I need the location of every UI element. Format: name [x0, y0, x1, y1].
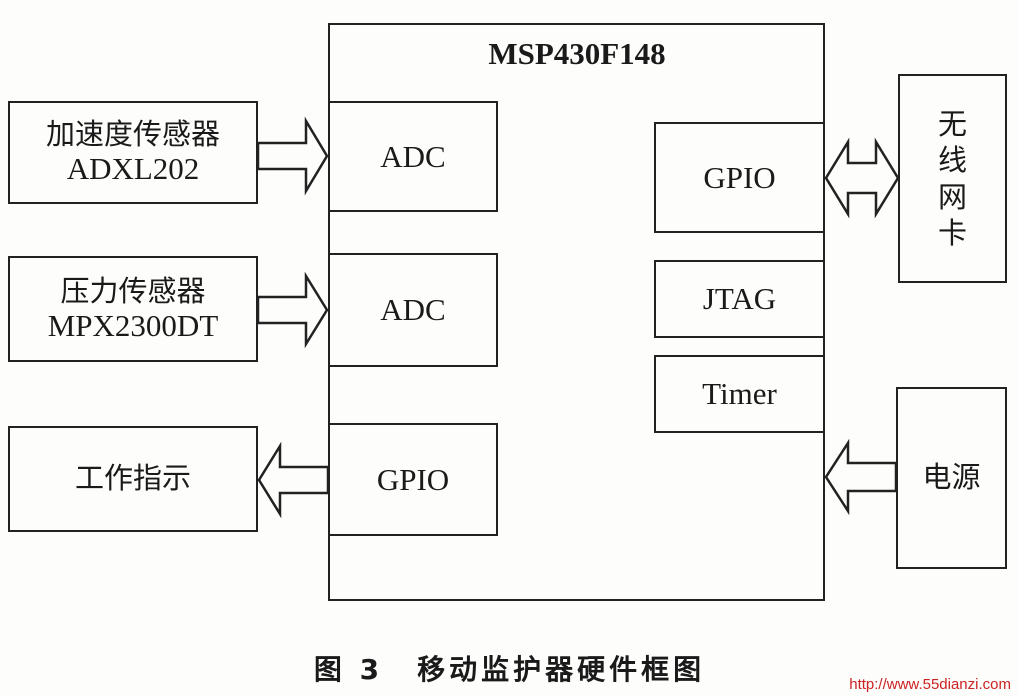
figure-title: 移动监护器硬件框图: [417, 653, 706, 686]
pressure-sensor-name: 压力传感器: [60, 273, 206, 308]
jtag-block: JTAG: [654, 260, 825, 338]
watermark: http://www.55dianzi.com: [849, 676, 1011, 693]
wireless-char-2: 线: [937, 143, 967, 178]
figure-caption: 图 3 移动监护器硬件框图: [0, 648, 1019, 688]
adc-block-2: ADC: [328, 253, 498, 367]
wireless-char-1: 无: [937, 107, 967, 141]
gpio-block-right: GPIO: [654, 122, 825, 233]
jtag-label: JTAG: [702, 281, 777, 317]
arrow-gpio-wireless-bidirectional: [824, 137, 900, 219]
adc-label-2: ADC: [380, 292, 446, 328]
gpio-label-left: GPIO: [376, 461, 450, 497]
arrow-gpio-to-indicator: [257, 441, 330, 519]
timer-label: Timer: [702, 376, 777, 412]
accel-sensor-name: 加速度传感器: [45, 117, 220, 151]
arrow-power-to-mcu: [824, 438, 898, 516]
timer-block: Timer: [654, 355, 825, 433]
wireless-char-3: 网: [937, 179, 967, 214]
indicator-label: 工作指示: [74, 461, 191, 496]
pressure-sensor-box: 压力传感器 MPX2300DT: [8, 256, 258, 362]
arrow-accel-to-adc: [256, 116, 329, 196]
power-label: 电源: [922, 460, 981, 495]
accel-sensor-box: 加速度传感器 ADXL202: [8, 101, 258, 204]
arrow-pressure-to-adc: [256, 271, 329, 349]
accel-sensor-model: ADXL202: [66, 151, 200, 187]
gpio-label-right: GPIO: [703, 159, 776, 195]
pressure-sensor-model: MPX2300DT: [47, 307, 219, 343]
indicator-box: 工作指示: [8, 426, 258, 532]
figure-number: 图 3: [313, 653, 384, 686]
adc-label-1: ADC: [380, 138, 446, 174]
wireless-char-4: 卡: [937, 215, 967, 250]
mcu-title: MSP430F148: [488, 36, 666, 71]
adc-block-1: ADC: [328, 101, 498, 212]
